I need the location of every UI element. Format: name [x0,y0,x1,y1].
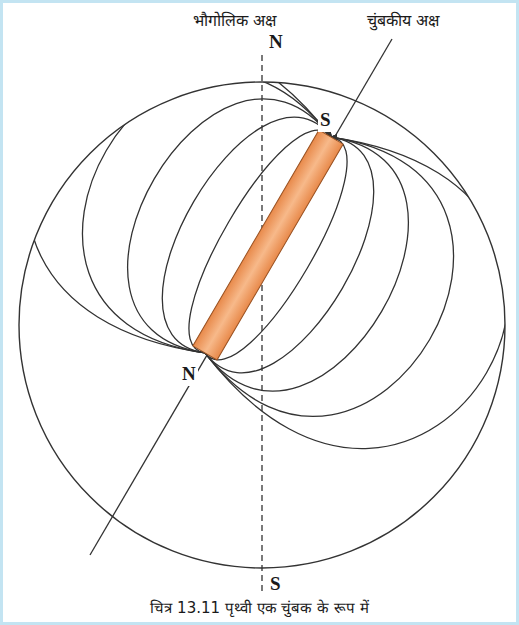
axis-label: भौगोलिक अक्ष [191,11,278,30]
bar-magnet [193,130,343,360]
geographic-axis [261,55,262,593]
field-lines [3,3,516,501]
pole-label: S [318,109,333,132]
magnetic-axis [90,39,392,555]
field-line [165,113,332,354]
pole-label: N [180,363,198,386]
field-line [3,3,343,373]
field-line [204,136,371,377]
pole-label: N [267,31,285,54]
pole-label: S [268,573,283,596]
figure-caption: चित्र 13.11 पृथ्वी एक चुंबक के रूप में [3,597,516,617]
axis-label: चुंबकीय अक्ष [365,11,441,30]
field-line [193,117,516,501]
earth-magnet-illustration [3,3,516,622]
